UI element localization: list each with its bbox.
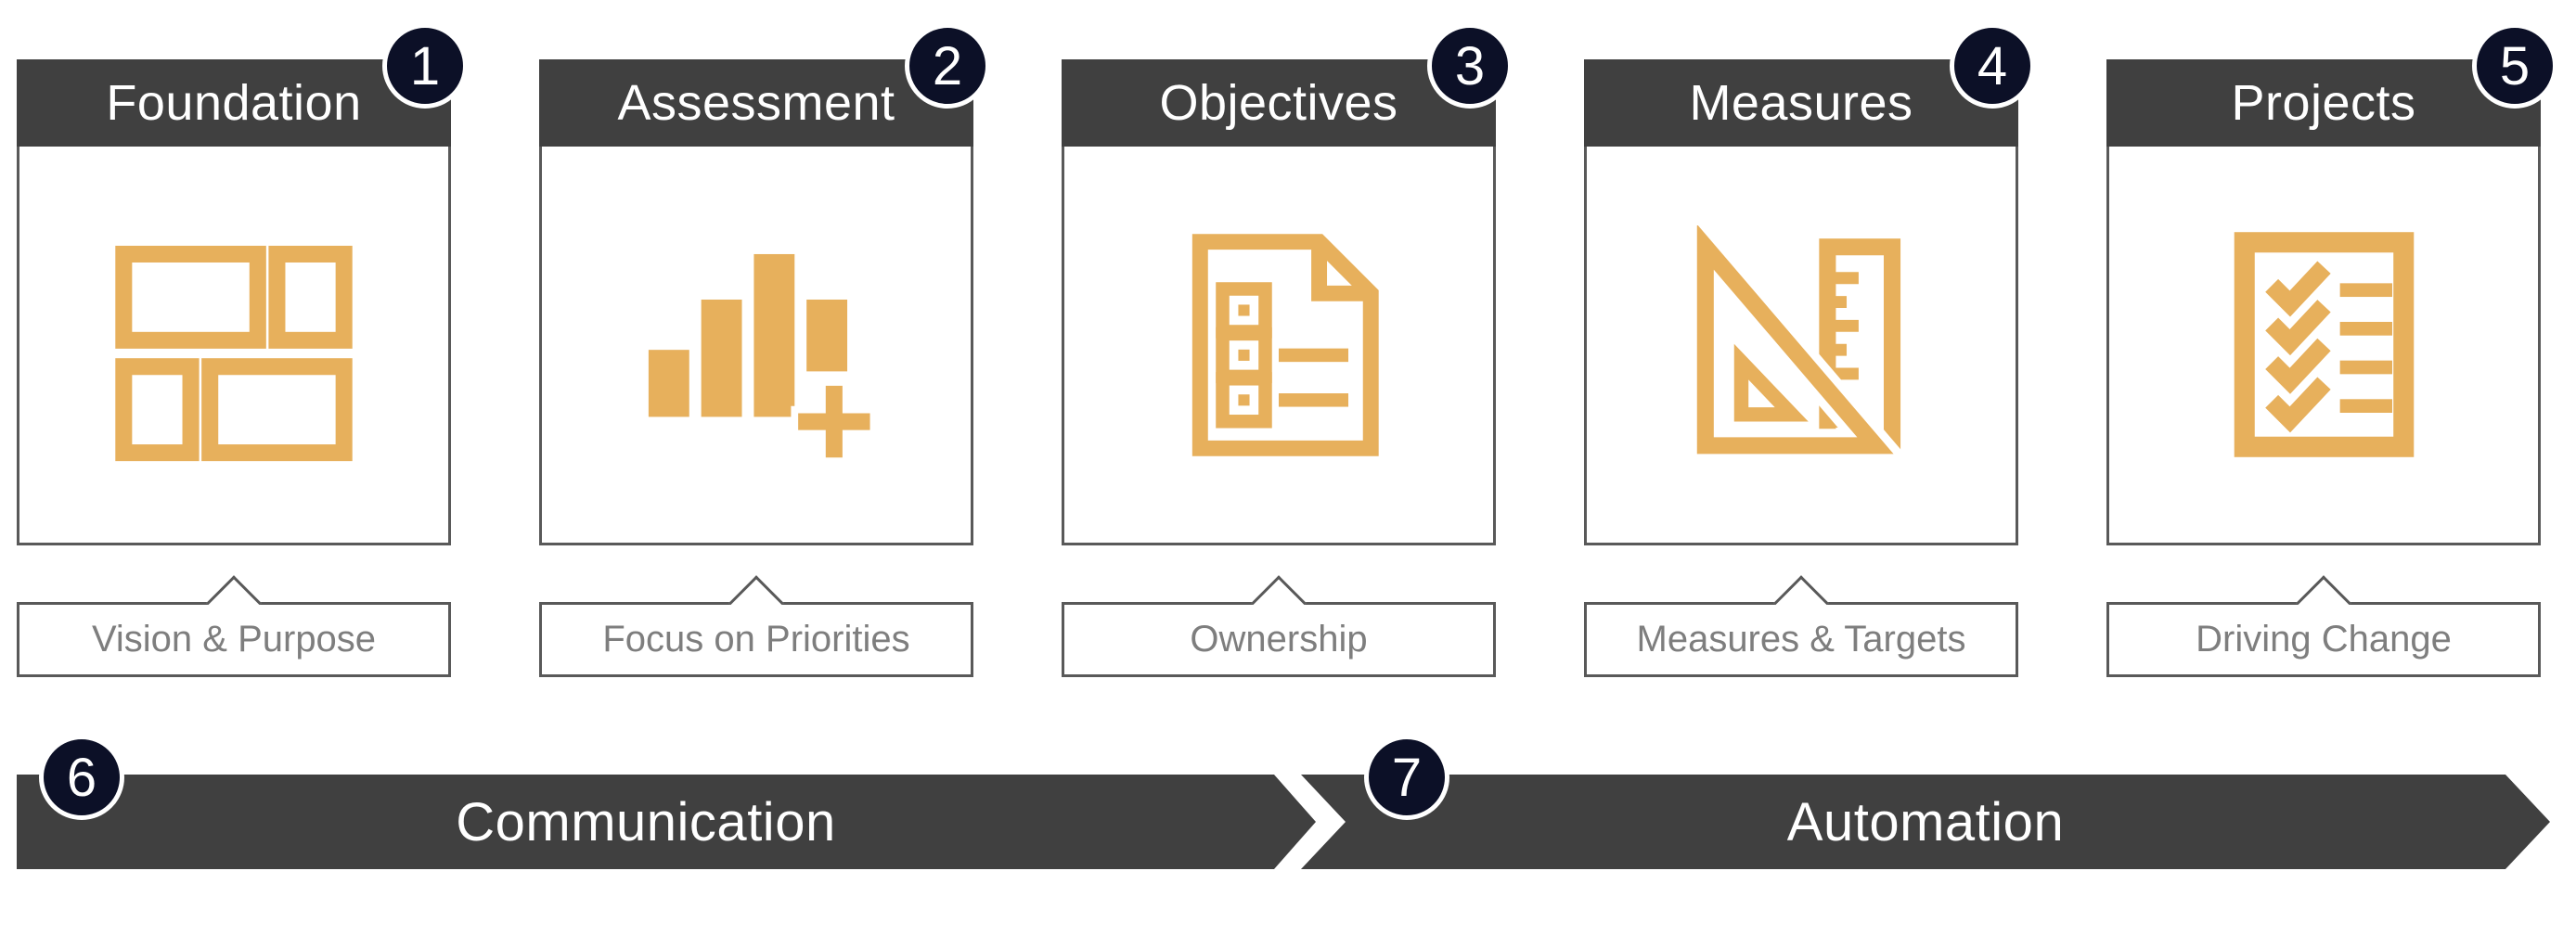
step-card-objectives: Objectives 3 [1062, 23, 1513, 545]
banner-area: Communication Automation 6 7 [0, 714, 2576, 889]
automation-banner-label: Automation [1786, 791, 2065, 852]
banner-number: 6 [66, 747, 97, 808]
communication-arrow-shape [17, 775, 1316, 869]
banner-arrows [17, 775, 2550, 869]
banner-number-badge: 6 [39, 735, 124, 820]
step-header: Projects [2106, 59, 2541, 147]
step-card-foundation: Foundation 1 [17, 23, 468, 545]
step-subtitle-box-measures: Measures & Targets [1584, 575, 2018, 677]
step-title: Foundation [106, 75, 362, 131]
step-card-measures: Measures 4 [1584, 23, 2035, 545]
document-checklist-icon [1191, 233, 1379, 456]
step-subtitle-box-assessment: Focus on Priorities [539, 575, 973, 677]
step-card-assessment: Assessment 2 [539, 23, 990, 545]
step-subtitle-box-objectives: Ownership [1062, 575, 1496, 677]
step-number: 4 [1977, 35, 2008, 96]
step-title: Measures [1689, 75, 1913, 131]
step-body [17, 147, 451, 545]
step-number: 1 [409, 35, 441, 96]
step-number-badge: 1 [382, 23, 468, 109]
step-body [1584, 147, 2018, 545]
step-body [2106, 147, 2541, 545]
step-number: 5 [2499, 35, 2531, 96]
set-square-ruler-icon [1688, 224, 1913, 462]
step-number-badge: 3 [1427, 23, 1513, 109]
step-header: Objectives [1062, 59, 1496, 147]
process-diagram: Foundation 1 Assessment [0, 23, 2576, 948]
step-header: Measures [1584, 59, 2018, 147]
subtitles-row: Vision & Purpose Focus on Priorities Own… [0, 575, 2576, 677]
automation-arrow-shape [1301, 775, 2550, 869]
steps-row: Foundation 1 Assessment [0, 23, 2576, 545]
step-header: Assessment [539, 59, 973, 147]
step-title: Projects [2231, 75, 2416, 131]
step-header: Foundation [17, 59, 451, 147]
task-checklist-icon [2234, 232, 2414, 457]
communication-banner-label: Communication [456, 791, 836, 852]
step-number: 2 [932, 35, 963, 96]
step-subtitle-box-projects: Driving Change [2106, 575, 2541, 677]
banner-number: 7 [1391, 747, 1423, 808]
step-number-badge: 4 [1950, 23, 2035, 109]
step-title: Assessment [617, 75, 895, 131]
foundation-blocks-icon [115, 245, 353, 461]
step-card-projects: Projects 5 [2106, 23, 2557, 545]
step-body [1062, 147, 1496, 545]
step-number-badge: 2 [905, 23, 990, 109]
step-number: 3 [1454, 35, 1486, 96]
step-title: Objectives [1159, 75, 1398, 131]
bar-chart-plus-icon [648, 253, 876, 465]
banner-number-badge: 7 [1364, 735, 1449, 820]
step-body [539, 147, 973, 545]
step-subtitle-box-foundation: Vision & Purpose [17, 575, 451, 677]
step-number-badge: 5 [2472, 23, 2557, 109]
